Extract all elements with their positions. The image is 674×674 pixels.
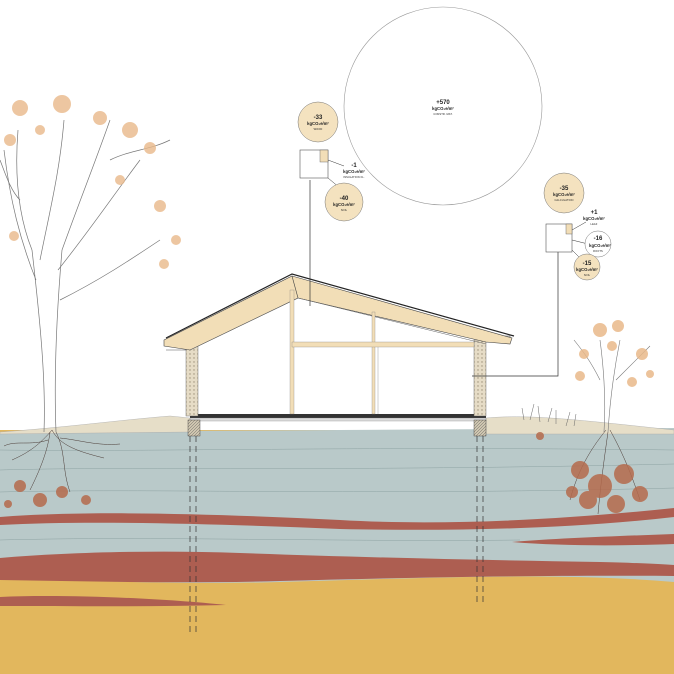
- right-side-b-value: -16: [594, 236, 603, 242]
- main-circle-unit: kgCO₂e/m²: [432, 106, 454, 111]
- left-bottom-circle: [324, 182, 364, 222]
- clay-band-upper: [0, 508, 674, 530]
- wall-right: [473, 339, 487, 417]
- left-side-value: -1: [351, 163, 357, 169]
- house-section: [163, 273, 515, 437]
- ceiling-line: [189, 297, 487, 351]
- main-circle-callout: +570 kgCO₂e/m² CONSTR. MAT.: [343, 6, 543, 206]
- left-top-caption: WOOD: [314, 127, 323, 131]
- main-circle-caption: CONSTR. MAT.: [433, 112, 452, 116]
- right-side-a-unit: kgCO₂e/m²: [583, 216, 605, 221]
- root-clusters-left: [4, 480, 91, 508]
- left-bottom-unit: kgCO₂e/m²: [333, 202, 355, 207]
- left-top-circle: [297, 101, 339, 143]
- right-side-b-caption: ROOTS: [593, 249, 603, 253]
- right-bottom-circle: [573, 253, 601, 281]
- ground-surface: [0, 415, 191, 435]
- footing-right: [473, 419, 487, 437]
- root-clusters-right: [536, 432, 648, 513]
- floor-slab: [190, 414, 486, 418]
- tree-roots-left: [3, 429, 121, 493]
- clay-band-lower: [0, 551, 674, 583]
- left-top-value: -33: [314, 115, 323, 121]
- left-bottom-caption: SOIL: [341, 208, 348, 212]
- shrubs: [521, 403, 577, 427]
- right-bottom-caption: SOIL: [584, 273, 591, 277]
- floor-underlay: [189, 417, 487, 422]
- tree-left-foliage: [4, 95, 181, 269]
- left-top-unit: kgCO₂e/m²: [307, 121, 329, 126]
- post-secondary: [371, 311, 376, 415]
- ground-layers: [0, 415, 674, 674]
- wall-left: [185, 339, 199, 417]
- right-sample-fill: [565, 223, 573, 235]
- right-top-circle: [543, 172, 585, 214]
- right-side-b-unit: kgCO₂e/m²: [589, 243, 611, 248]
- right-bottom-unit: kgCO₂e/m²: [576, 267, 598, 272]
- roof-membrane: [165, 273, 515, 339]
- main-circle: [343, 6, 543, 206]
- pile-right: [476, 436, 484, 606]
- clay-band-right: [512, 534, 674, 546]
- foundation-piles: [189, 436, 484, 632]
- pile-left: [189, 436, 197, 632]
- post-centre: [289, 289, 295, 415]
- right-side-b-circle: [584, 230, 612, 258]
- right-cluster: -35 kgCO₂e/m² CALCULATION +1 kgCO₂e/m² L…: [543, 172, 612, 281]
- left-sample-fill: [319, 149, 329, 163]
- tree-right: [573, 320, 654, 433]
- soil-strata-lines: [0, 448, 674, 541]
- roof-right: [291, 275, 513, 345]
- footing-left: [187, 419, 201, 437]
- left-side-caption: INSULATION FL.: [343, 175, 364, 179]
- right-top-value: -35: [560, 186, 569, 192]
- clay-lens-left: [0, 595, 226, 607]
- left-bottom-value: -40: [340, 196, 349, 202]
- left-cluster: -33 kgCO₂e/m² WOOD -1 kgCO₂e/m² INSULATI…: [297, 101, 365, 222]
- leader-lines: [309, 180, 559, 377]
- left-side-unit: kgCO₂e/m²: [343, 169, 365, 174]
- right-side-a-caption: LEAF: [591, 222, 598, 226]
- main-circle-value: +570: [436, 100, 450, 106]
- tree-right-foliage: [575, 320, 654, 387]
- right-top-caption: CALCULATION: [554, 198, 573, 202]
- ground-surface-right: [485, 416, 674, 435]
- right-top-unit: kgCO₂e/m²: [553, 192, 575, 197]
- beam: [291, 341, 475, 348]
- right-bottom-value: -15: [583, 261, 592, 267]
- tree-left: [0, 95, 181, 433]
- roof-left: [163, 275, 301, 351]
- right-side-a-value: +1: [591, 210, 599, 216]
